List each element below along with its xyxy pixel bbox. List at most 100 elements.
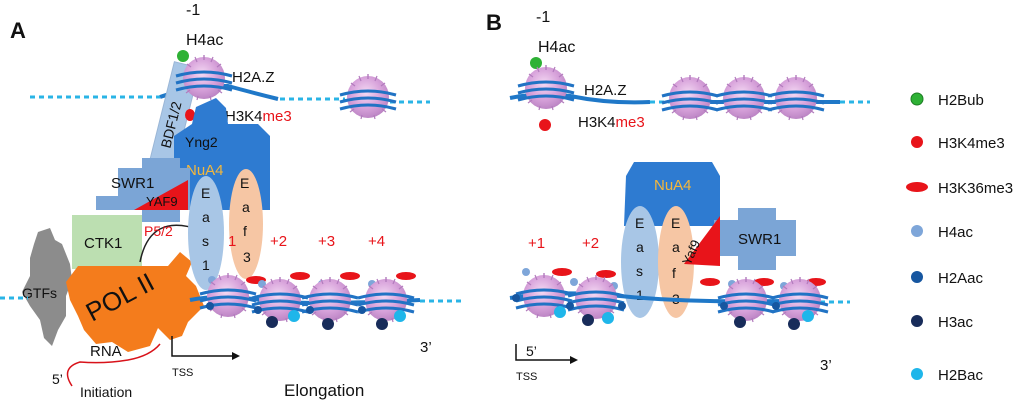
eaf3-letter-3-b: f [672, 265, 676, 281]
ctk1-box [72, 215, 142, 269]
h2aac-dot-b5 [772, 302, 780, 310]
h3ac-dot-b1 [582, 314, 594, 326]
h3k36me3-mark-b1 [552, 268, 572, 276]
h4ac-dot-b1 [522, 268, 530, 276]
eas1-letter-2-b: a [636, 239, 644, 255]
legend-label-h2aac: H2Aac [938, 270, 984, 287]
h2bac-dot-b3 [802, 310, 814, 322]
panel-b: B -1 H4ac H2A.Z H3K4me3 NuA4 SWR1 E a s … [486, 9, 870, 383]
h2aac-dot-b1 [512, 294, 520, 302]
h2az-label-a: H2A.Z [232, 69, 275, 86]
nucleosome-upper-b1 [660, 73, 720, 122]
h3k4me3-label-a: H3K4me3 [225, 108, 292, 125]
three-prime-label-a: 3’ [420, 339, 432, 356]
eas1-subunit-a [188, 176, 224, 290]
ctk1-label: CTK1 [84, 235, 122, 252]
eas1-letter-1-b: E [635, 215, 644, 231]
eas1-letter-3-a: s [202, 233, 209, 249]
eas1-letter-4-a: 1 [202, 257, 210, 273]
eaf3-letter-2-b: a [672, 239, 680, 255]
tss-label-b: TSS [516, 371, 537, 383]
h2aac-dot-b4 [720, 302, 728, 310]
tss-label-a: TSS [172, 367, 193, 379]
h2aac-dot-b2 [566, 302, 574, 310]
h3k36me3-mark-a3 [340, 272, 360, 280]
tss-arrow-a [171, 336, 232, 357]
h4ac-dot-b2 [570, 278, 578, 286]
yng2-label: Yng2 [185, 134, 218, 150]
eaf3-letter-1-a: E [240, 175, 249, 191]
nucleosome-upper-right-a [338, 72, 398, 121]
nucleosome-minus1-b [516, 63, 576, 112]
legend: H2Bub H3K4me3 H3K36me3 H4ac H2Aac H3ac H… [906, 92, 1013, 384]
h4ac-label-b: H4ac [538, 39, 575, 56]
legend-label-h3k4me3: H3K4me3 [938, 135, 1005, 152]
h3ac-dot-a2 [322, 318, 334, 330]
eaf3-letter-4-a: 3 [243, 249, 251, 265]
swr1-complex-b [714, 208, 796, 270]
eas1-letter-1-a: E [201, 185, 210, 201]
position-label-1-b: +1 [528, 235, 545, 252]
h4ac-label-a: H4ac [186, 32, 223, 49]
legend-label-h4ac: H4ac [938, 224, 974, 241]
h2bub-mark-a [177, 50, 189, 62]
gtfs-label: GTFs [22, 285, 57, 301]
tss-arrowhead-a [232, 352, 240, 360]
eaf3-subunit-b [658, 206, 694, 318]
position-label-1-a: 1 [228, 233, 236, 250]
h3ac-dot-b3 [788, 318, 800, 330]
legend-marker-h3k4me3 [911, 136, 923, 148]
h3k4me3-mark-b [539, 119, 551, 131]
h2bac-dot-a2 [394, 310, 406, 322]
yaf9-wedge-a [134, 180, 188, 210]
h2aac-dot-a1 [206, 302, 214, 310]
legend-marker-h2bac [911, 368, 923, 380]
h3k4me3-label-b: H3K4me3 [578, 114, 645, 131]
eas1-letter-4-b: 1 [636, 287, 644, 303]
h3k36me3-mark-a2 [290, 272, 310, 280]
eaf3-letter-2-a: a [242, 199, 250, 215]
panel-a-minus1-label: -1 [186, 2, 200, 19]
nua4-label-b: NuA4 [654, 177, 692, 194]
h3ac-dot-a3 [376, 318, 388, 330]
position-label-2-a: +2 [270, 233, 287, 250]
position-label-3-a: +3 [318, 233, 335, 250]
yaf9-label-a: YAF9 [146, 194, 178, 209]
legend-marker-h2bub [910, 92, 924, 106]
h3k36me3-mark-b2 [596, 270, 616, 278]
panel-b-letter: B [486, 10, 502, 35]
pol-ii-shape [66, 252, 204, 352]
h3ac-dot-b2 [734, 316, 746, 328]
initiation-label: Initiation [80, 384, 132, 400]
position-label-4-a: +4 [368, 233, 385, 250]
five-prime-label-a: 5’ [52, 371, 63, 387]
panel-b-minus1-label: -1 [536, 9, 550, 26]
h3ac-dot-a1 [266, 316, 278, 328]
eaf3-letter-3-a: f [243, 223, 247, 239]
panel-a-letter: A [10, 18, 26, 43]
tss-arrowhead-b [570, 356, 578, 364]
nua4-complex-b [624, 162, 720, 226]
h2bac-dot-a1 [288, 310, 300, 322]
h2aac-dot-a2 [254, 306, 262, 314]
h2aac-dot-a3 [306, 306, 314, 314]
h2bub-mark-b [530, 57, 542, 69]
rna-strand [66, 343, 161, 387]
h3k36me3-mark-b3 [700, 278, 720, 286]
legend-label-h3k36me3: H3K36me3 [938, 180, 1013, 197]
h2bac-dot-b2 [602, 312, 614, 324]
eas1-subunit-b [621, 206, 659, 318]
three-prime-label-b: 3’ [820, 357, 832, 374]
eaf3-letter-1-b: E [671, 215, 680, 231]
swr1-label-a: SWR1 [111, 175, 154, 192]
five-prime-label-b: 5’ [526, 343, 537, 359]
position-label-2-b: +2 [582, 235, 599, 252]
nucleosome-upper-b3 [766, 73, 826, 122]
legend-label-h2bub: H2Bub [938, 92, 984, 109]
swr1-label-b: SWR1 [738, 231, 781, 248]
p52-label: P5/2 [144, 223, 173, 239]
panel-a: A -1 BDF1/2 H4ac H2A.Z H3K4me3 Yng2 NuA4… [0, 2, 462, 400]
tss-arrow-b [515, 344, 570, 361]
nucleosome-plus3-a [300, 275, 360, 324]
